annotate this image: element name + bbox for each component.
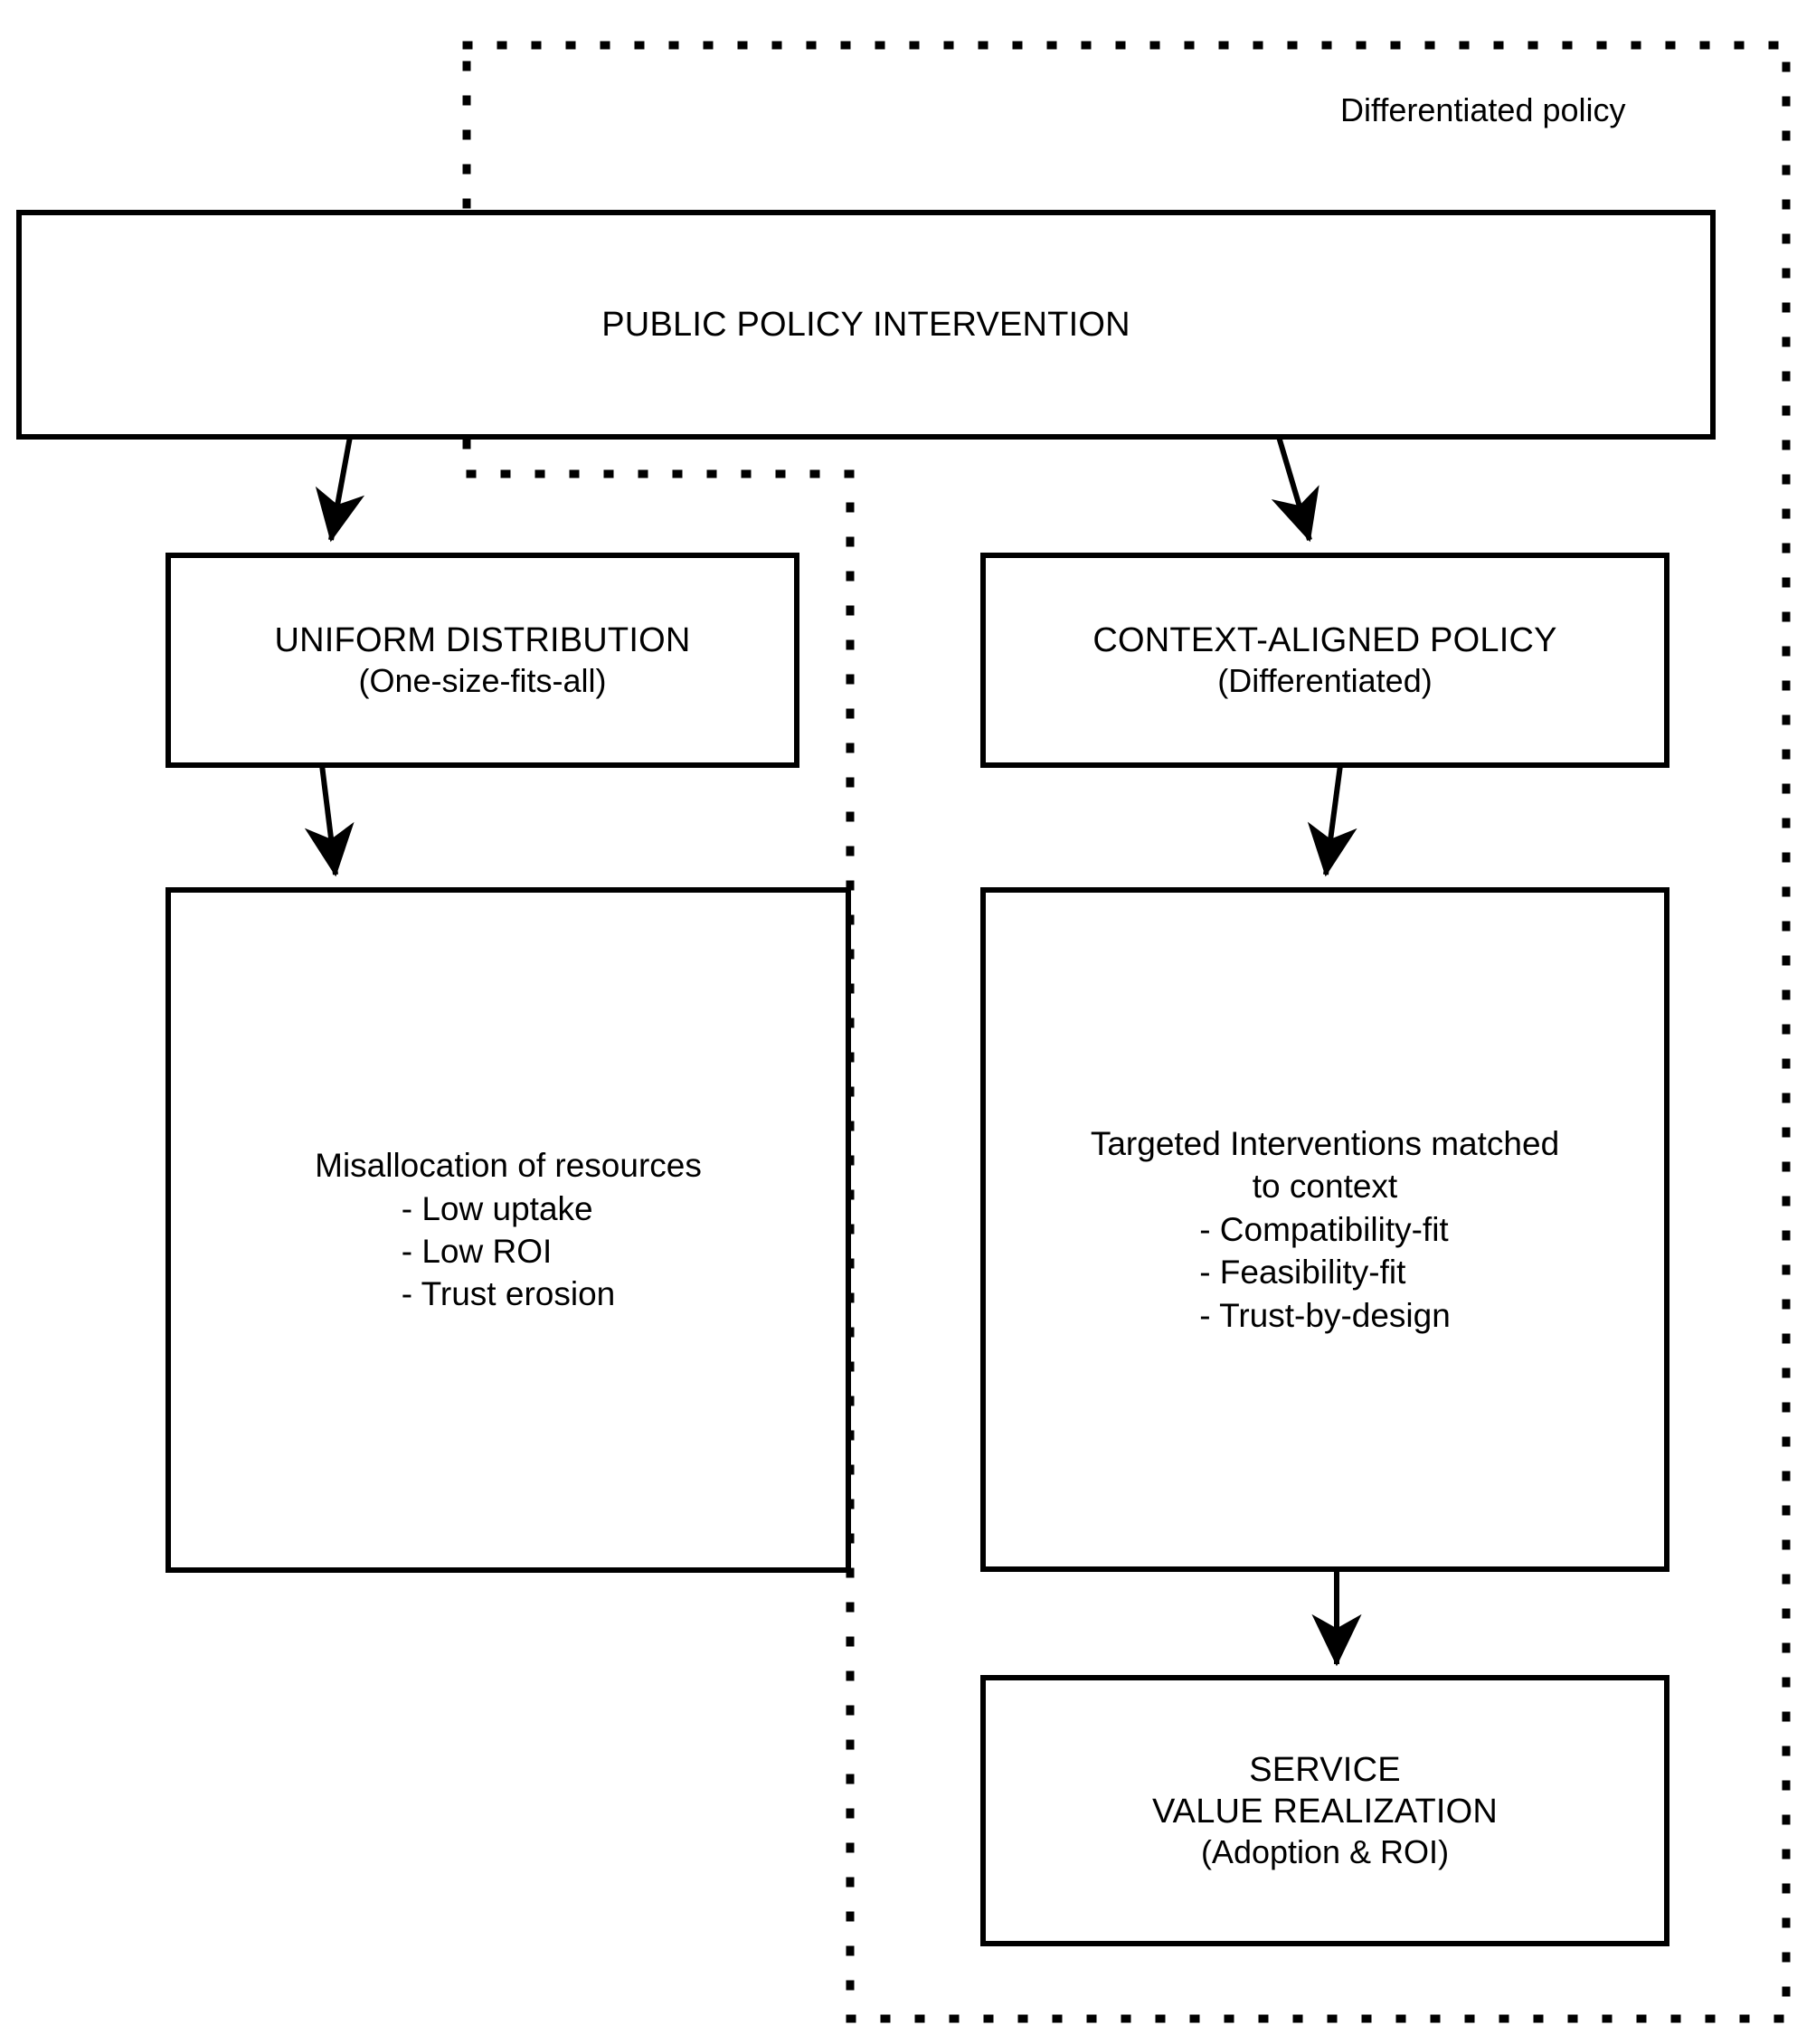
arrow-root-to-context-aligned — [1271, 436, 1319, 543]
differentiated-policy-region-boundary — [462, 41, 1791, 2023]
arrow-uniform-to-misallocation — [304, 764, 355, 877]
region-caption: Differentiated policy — [1340, 91, 1626, 128]
arrow-root-to-uniform — [315, 436, 365, 543]
misallocation-outcome-box — [166, 887, 851, 1573]
uniform-distribution-box — [166, 553, 799, 768]
arrow-context-aligned-to-targeted — [1307, 764, 1357, 877]
service-value-realization-box — [980, 1675, 1669, 1946]
targeted-interventions-box — [980, 887, 1669, 1572]
context-aligned-policy-box — [980, 553, 1669, 768]
public-policy-intervention-box — [16, 210, 1716, 440]
